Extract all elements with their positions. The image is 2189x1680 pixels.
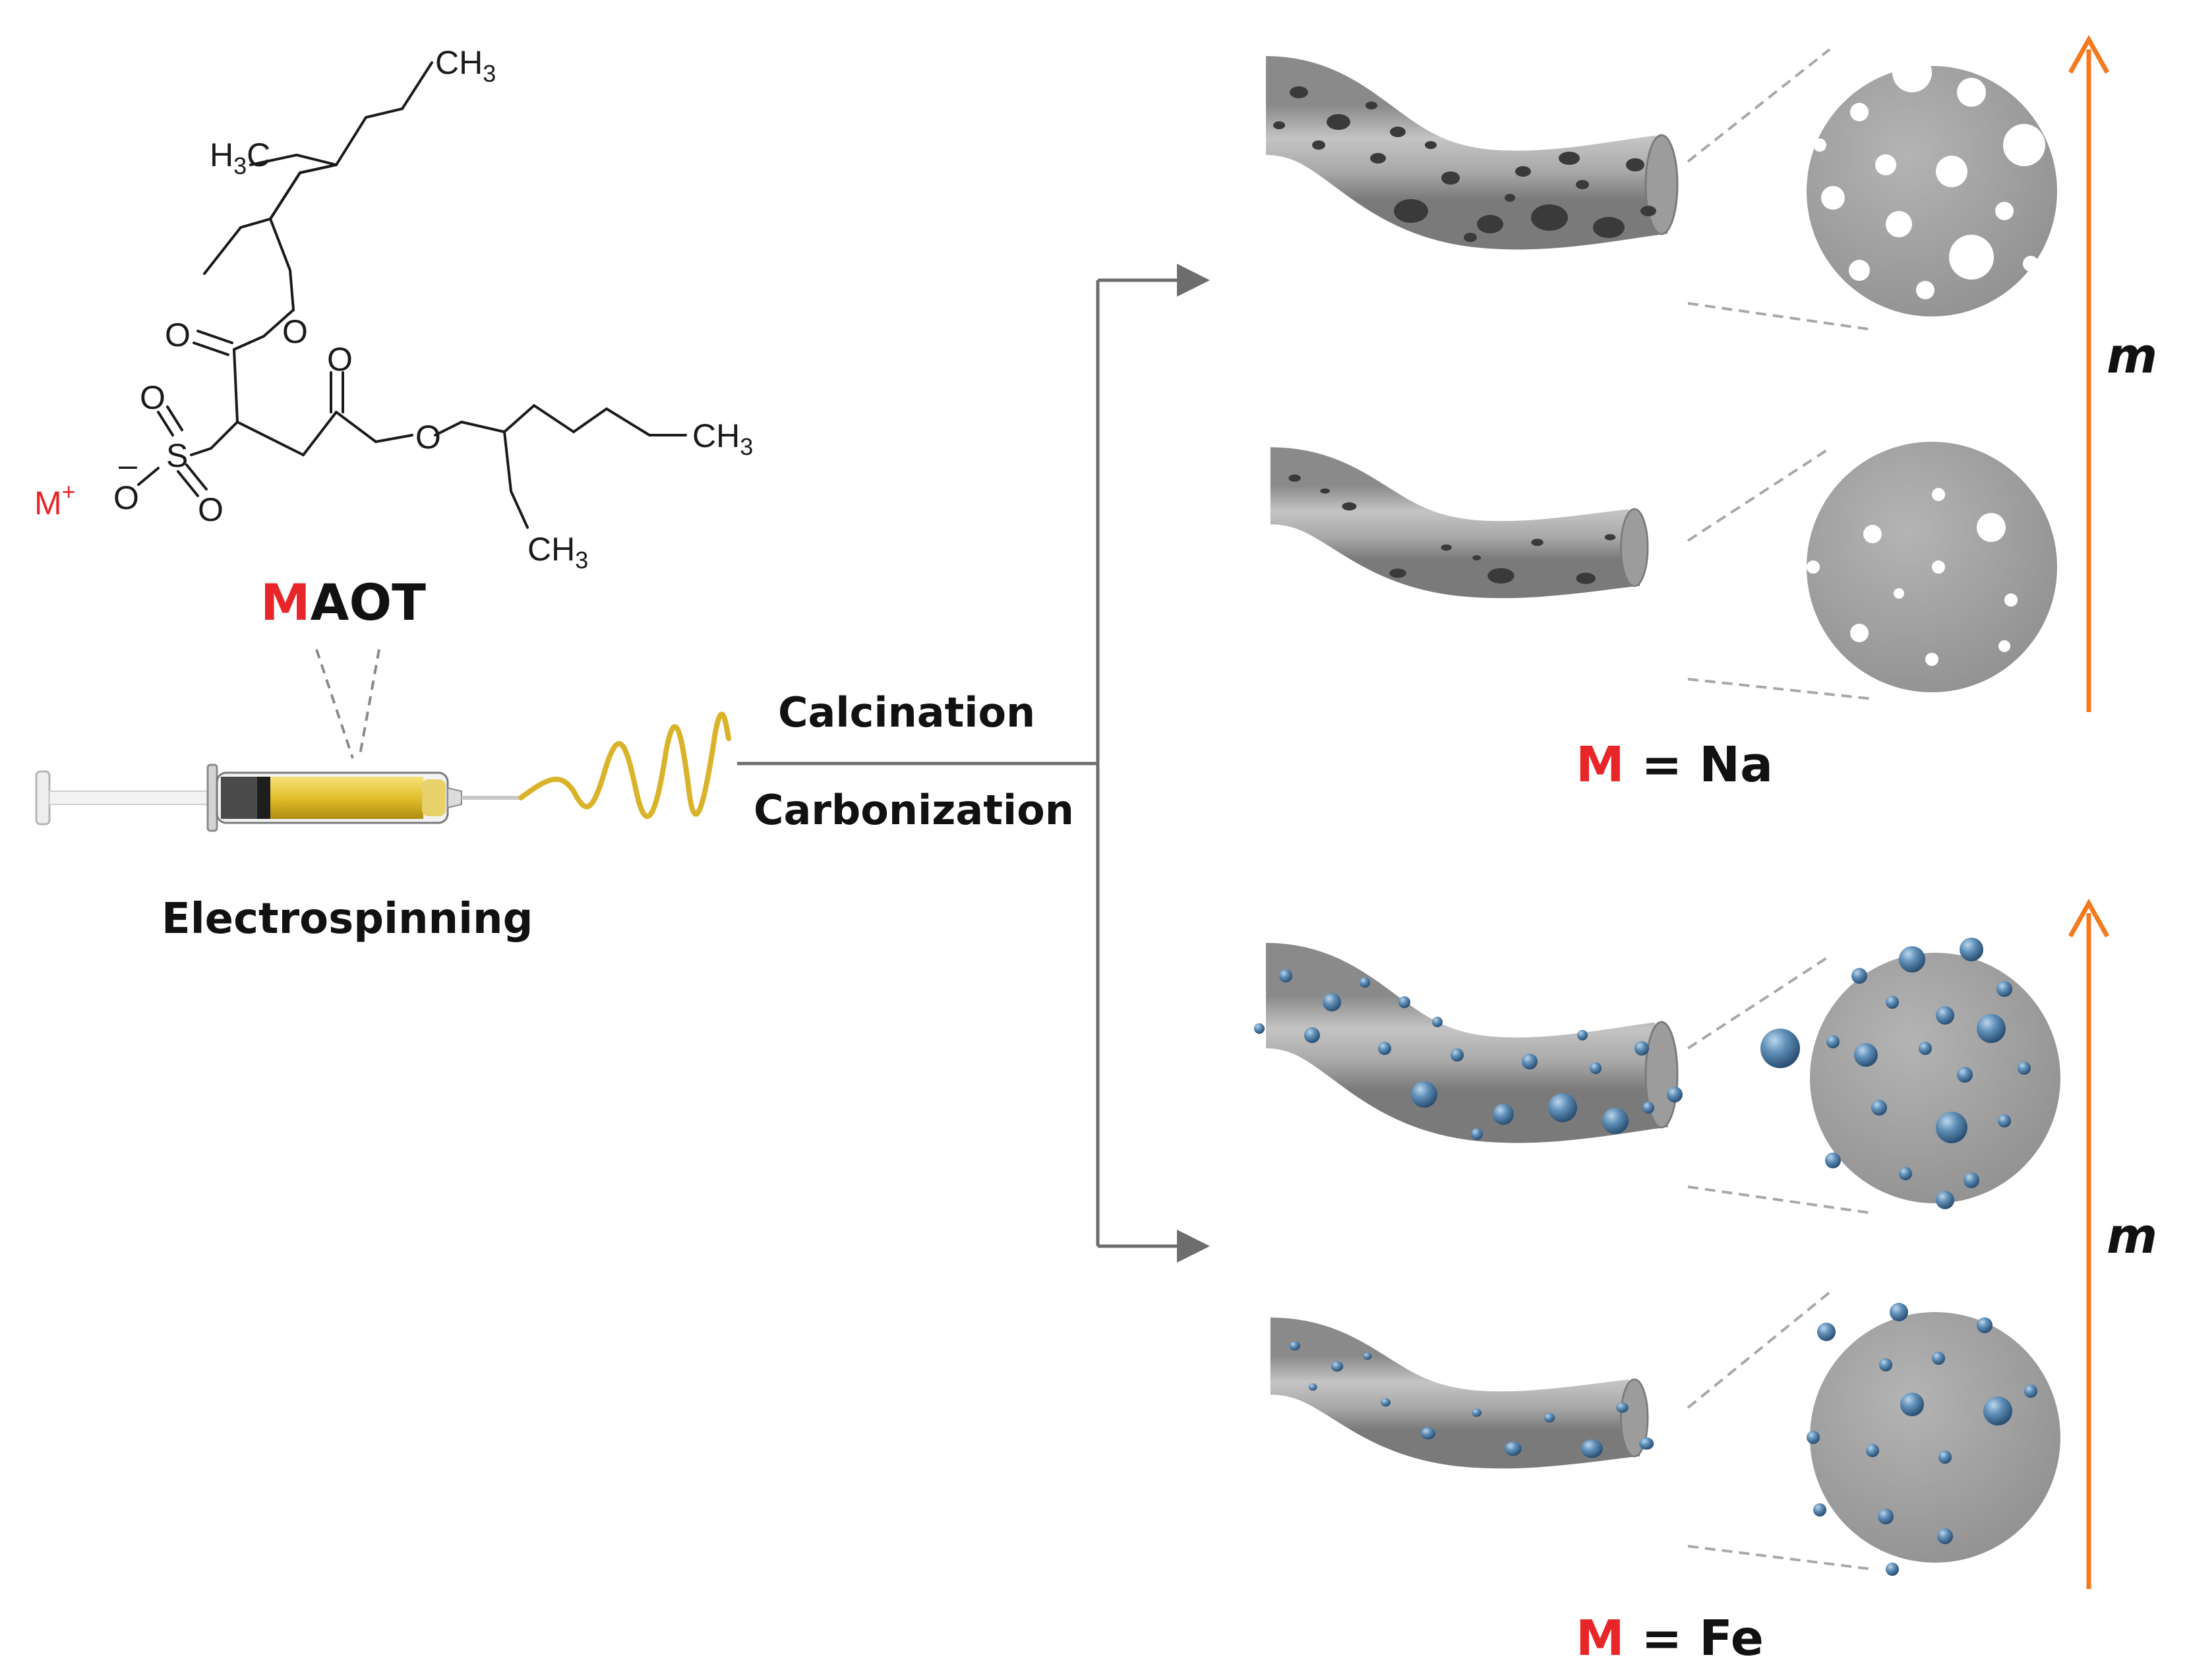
axis-label-m-bottom: m (2107, 1208, 2157, 1265)
atom-o-ester-2: O (415, 419, 441, 456)
calcination-label: Calcination (778, 688, 1035, 736)
electrospinning-label: Electrospinning (162, 895, 533, 944)
atom-o-carbonyl-2: O (327, 341, 353, 378)
atom-ch3-bottom: CH3 (527, 531, 588, 574)
syringe-icon (35, 764, 521, 832)
cross-section-fe-small (1807, 1303, 2060, 1576)
atom-o-sulfonyl-bottom: O (198, 491, 224, 528)
group-na-label: M = Na (1576, 736, 1773, 793)
bond-s-o-minus (137, 467, 160, 486)
axis-arrow-na (2068, 34, 2110, 712)
atom-o-sulfonate: O (113, 479, 139, 516)
axis-arrow-fe (2068, 898, 2110, 1589)
atom-ch3-top: CH3 (435, 44, 496, 87)
bond-s-o-bot-b (185, 464, 208, 491)
carbonization-label: Carbonization (754, 786, 1074, 834)
bond-ester2 (335, 411, 413, 444)
process-connector (737, 264, 1210, 1263)
group-fe-label: M = Fe (1576, 1610, 1764, 1667)
atom-h3c-left: H3C (210, 136, 270, 179)
cross-section-na-large (1807, 53, 2057, 316)
maot-label: MAOT (260, 573, 426, 632)
bond-backbone (233, 348, 338, 457)
atom-o-sulfonyl-top: O (140, 379, 165, 416)
fiber-fe-small (1271, 1341, 1654, 1458)
bond-ethyl-top (249, 153, 338, 166)
zoom-lines-fe-large (1687, 955, 1873, 1215)
bond-s-o-top-b (166, 405, 183, 431)
bond-double-co1a (196, 330, 233, 344)
bond-ester1 (233, 309, 295, 351)
zoom-lines-fe-small (1687, 1291, 1873, 1571)
axis-label-m-top: m (2107, 328, 2157, 384)
fiber-na-small (1271, 475, 1648, 586)
maot-structure (137, 61, 687, 529)
electrospinning-jet (518, 711, 731, 819)
cross-section-na-small (1807, 442, 2057, 692)
bond-ethyl-bottom (503, 431, 529, 529)
syringe-callout-lines (315, 649, 380, 759)
zoom-lines-na-large (1687, 48, 1873, 331)
atom-o-carbonyl-1: O (165, 316, 191, 353)
minus-sign: – (119, 446, 137, 483)
bond-to-ester1 (268, 164, 338, 311)
bond-c-s (190, 421, 239, 456)
atom-s: S (166, 437, 188, 474)
bond-s-o-top-a (157, 411, 174, 436)
bond-double-co1b (193, 342, 229, 356)
zoom-lines-na-small (1687, 447, 1873, 700)
fiber-fe-large (1254, 969, 1683, 1140)
atom-o-ester-1: O (282, 313, 308, 350)
atom-ch3-right: CH3 (692, 417, 753, 460)
counterion-m: M+ (34, 478, 76, 522)
cross-section-fe-large (1760, 938, 2060, 1209)
bond-chain-right (434, 404, 687, 436)
bond-s-o-bot-a (177, 470, 199, 497)
fiber-na-large (1266, 86, 1677, 242)
molecule-labels: CH3 H3C O O O O S O O O – CH3 CH3 M+ (34, 44, 753, 574)
